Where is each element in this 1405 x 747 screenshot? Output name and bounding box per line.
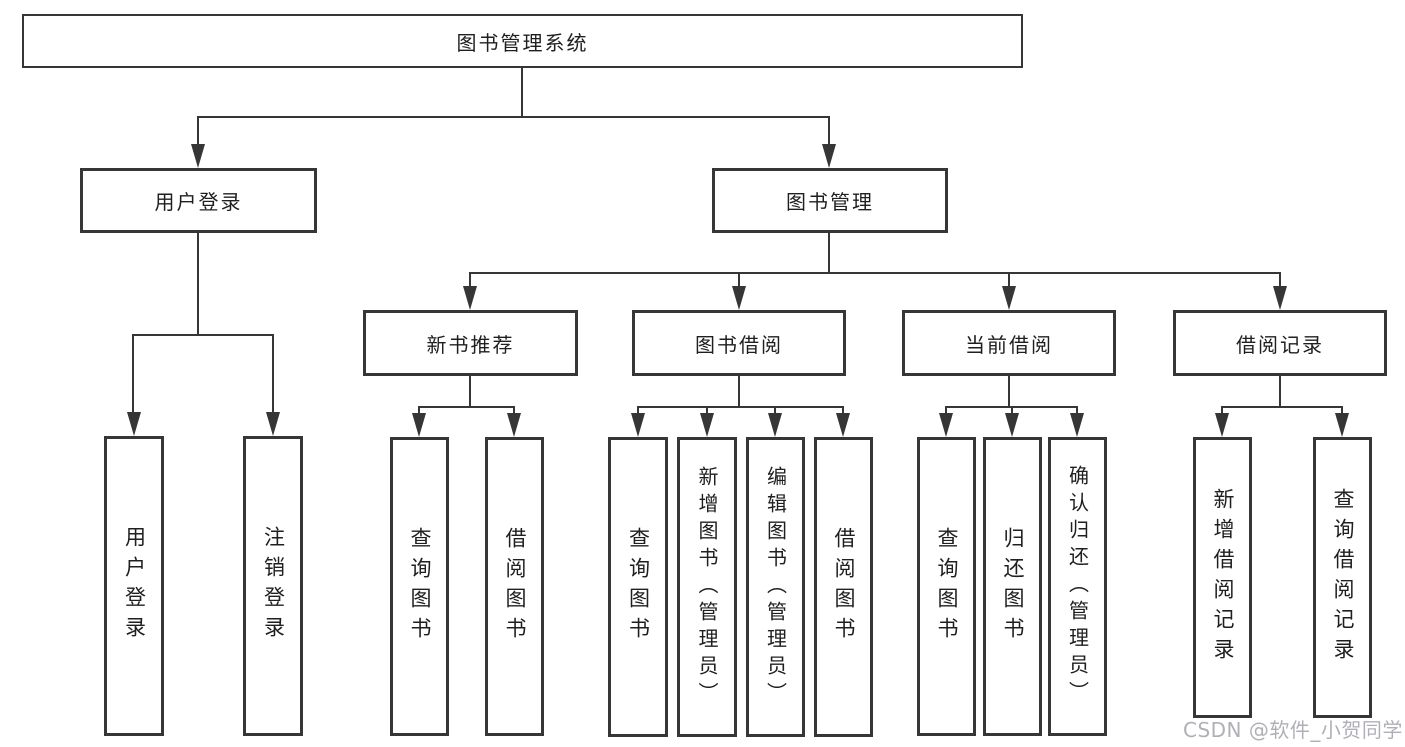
node-user-login: 用户登录 <box>80 168 317 233</box>
leaf-label: 注销登录 <box>261 526 286 646</box>
node-root: 图书管理系统 <box>22 14 1023 68</box>
leaf-label: 查询图书 <box>626 527 651 647</box>
leaf-edit-books-admin: 编辑图书（管理员） <box>746 437 805 737</box>
leaf-label: 借阅图书 <box>503 526 527 647</box>
leaf-add-books-admin: 新增图书（管理员） <box>677 437 737 737</box>
leaf-label: 新增借阅记录 <box>1211 487 1235 668</box>
node-book-management: 图书管理 <box>712 168 948 233</box>
leaf-borrow-books-recommend: 借阅图书 <box>485 437 544 736</box>
leaf-borrow-books: 借阅图书 <box>814 437 873 737</box>
leaf-return-books: 归还图书 <box>983 437 1042 736</box>
leaf-query-books-borrow: 查询图书 <box>608 437 668 737</box>
leaf-confirm-return-admin: 确认归还（管理员） <box>1048 437 1107 736</box>
leaf-label: 归还图书 <box>1001 526 1025 647</box>
node-new-book-recommend: 新书推荐 <box>363 310 578 376</box>
leaf-label: 查询图书 <box>408 526 432 647</box>
leaf-label: 查询借阅记录 <box>1331 487 1355 668</box>
leaf-query-books-current: 查询图书 <box>917 437 976 736</box>
node-borrowing-records: 借阅记录 <box>1173 310 1387 376</box>
leaf-query-borrow-record: 查询借阅记录 <box>1313 437 1372 718</box>
leaf-label: 确认归还（管理员） <box>1065 465 1090 708</box>
node-current-borrowing: 当前借阅 <box>902 310 1116 376</box>
leaf-add-borrow-record: 新增借阅记录 <box>1193 437 1252 718</box>
leaf-logout: 注销登录 <box>243 436 303 736</box>
leaf-query-books-recommend: 查询图书 <box>390 437 449 736</box>
csdn-watermark: CSDN @软件_小贺同学 <box>1183 718 1403 742</box>
leaf-label: 用户登录 <box>122 526 147 646</box>
leaf-label: 编辑图书（管理员） <box>763 465 788 709</box>
leaf-label: 查询图书 <box>935 526 959 647</box>
leaf-label: 新增图书（管理员） <box>695 465 719 709</box>
node-book-borrowing: 图书借阅 <box>632 310 846 376</box>
leaf-label: 借阅图书 <box>832 527 856 647</box>
leaf-user-login: 用户登录 <box>104 436 164 736</box>
